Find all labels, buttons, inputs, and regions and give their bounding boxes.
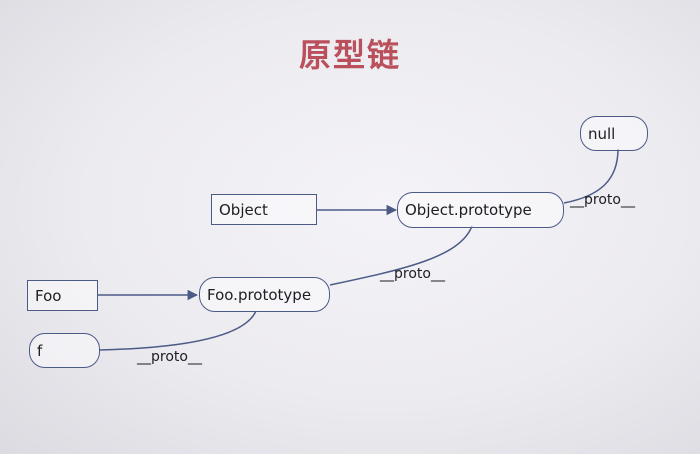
edge-label-proto-foo: __proto__ xyxy=(137,349,202,365)
node-f: f xyxy=(29,333,100,368)
node-object: Object xyxy=(211,194,317,225)
node-foo-prototype: Foo.prototype xyxy=(199,277,330,312)
curve-object-prototype-to-null xyxy=(563,148,619,204)
page-title: 原型链 xyxy=(298,36,401,74)
edge-label-proto-null: __proto__ xyxy=(570,192,635,208)
node-object-prototype: Object.prototype xyxy=(397,192,564,228)
edge-label-proto-object: __proto__ xyxy=(380,266,445,282)
curve-f-to-foo-prototype xyxy=(99,310,257,351)
curve-foo-prototype-to-object-prototype xyxy=(329,225,473,286)
node-foo: Foo xyxy=(27,280,98,311)
node-null: null xyxy=(580,116,648,151)
